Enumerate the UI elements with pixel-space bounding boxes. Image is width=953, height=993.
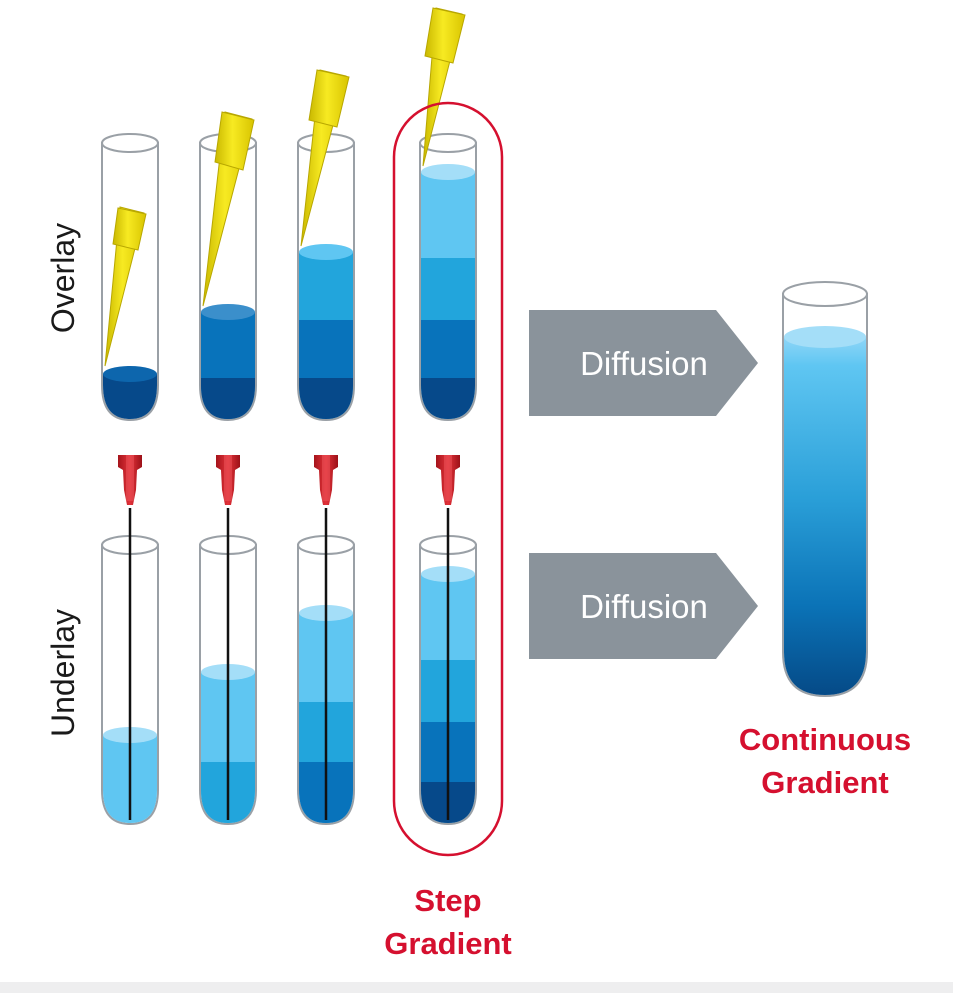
underlay-tube-3 <box>297 535 355 826</box>
continuous-gradient-tube <box>782 281 868 698</box>
overlay-tube-1 <box>101 133 159 422</box>
bottom-band <box>0 982 953 993</box>
continuous-gradient-caption-line1: Continuous <box>739 722 911 757</box>
overlay-tube-4 <box>419 133 477 422</box>
continuous-gradient-caption-line2: Gradient <box>761 765 888 800</box>
arrow-icon <box>529 310 758 416</box>
diffusion-arrow-bottom: Diffusion <box>529 553 758 659</box>
pipette-tip-icon <box>422 7 466 167</box>
diffusion-label-bottom: Diffusion <box>580 588 708 625</box>
pipette-tip-icon <box>202 111 255 307</box>
overlay-label: Overlay <box>45 223 81 333</box>
syringe-needle-icon <box>436 455 460 820</box>
pipette-tip-icon <box>104 206 147 367</box>
syringe-needle-icon <box>314 455 338 820</box>
pipette-tip-icon <box>300 69 350 247</box>
syringe-needle-icon <box>118 455 142 820</box>
underlay-label: Underlay <box>45 609 81 737</box>
step-gradient-caption-line1: Step <box>414 883 481 918</box>
step-gradient-caption-line2: Gradient <box>384 926 511 961</box>
overlay-tube-3 <box>297 133 355 422</box>
step-gradient-highlight <box>392 101 504 857</box>
arrow-icon <box>529 553 758 659</box>
syringe-needle-icon <box>216 455 240 820</box>
diffusion-arrow-top: Diffusion <box>529 310 758 416</box>
diffusion-label-top: Diffusion <box>580 345 708 382</box>
